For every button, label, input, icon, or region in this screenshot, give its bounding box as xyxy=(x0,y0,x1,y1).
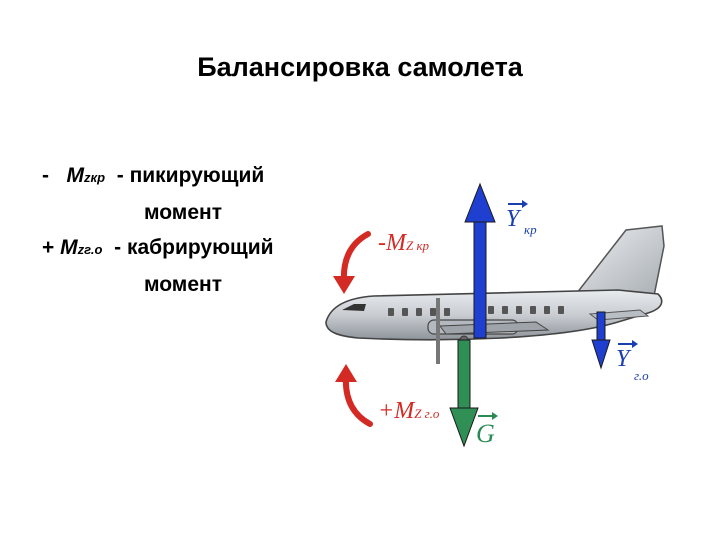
lift-arrow-tail xyxy=(591,311,611,370)
legend-text: кабрирующий xyxy=(126,236,274,259)
cockpit-window xyxy=(342,304,366,311)
wing xyxy=(439,321,550,335)
legend-symbol: M xyxy=(66,164,85,187)
label-mz-kr: -MZ кр xyxy=(378,230,430,256)
svg-text:-MZ кр: -MZ кр xyxy=(378,230,430,256)
legend-sign: - xyxy=(42,164,49,187)
label-sign: - xyxy=(378,230,386,256)
label-y-kr: Y кр xyxy=(506,200,537,237)
legend-row-pitch-up-cont: момент xyxy=(144,273,222,297)
label-subscript: Z кр xyxy=(406,238,430,253)
svg-text:+MZ г.о: +MZ г.о xyxy=(378,398,440,424)
label-symbol: Y xyxy=(506,206,522,232)
legend-dash: - xyxy=(114,236,122,259)
legend-text-cont: момент xyxy=(144,201,222,224)
label-mz-go: +MZ г.о xyxy=(378,398,440,424)
page-title: Балансировка самолета xyxy=(197,52,523,82)
label-g: G xyxy=(476,412,498,448)
legend-subscript: zкр xyxy=(84,170,106,185)
vertical-tail xyxy=(571,225,665,299)
lift-arrow-wing xyxy=(464,182,496,339)
label-symbol: M xyxy=(385,230,408,256)
label-symbol: M xyxy=(393,398,416,424)
label-y-go: Y г.о xyxy=(616,340,649,383)
label-symbol: Y xyxy=(616,346,632,372)
propeller xyxy=(436,298,440,364)
moment-arrow-pitch-up xyxy=(335,364,373,427)
label-subscript: г.о xyxy=(634,368,649,383)
label-subscript: Z г.о xyxy=(414,406,440,421)
weight-arrow xyxy=(449,339,479,448)
moment-arrow-pitch-down xyxy=(333,231,371,294)
label-sign: + xyxy=(378,398,394,424)
legend-text: пикирующий xyxy=(129,164,265,187)
aircraft xyxy=(325,225,665,364)
label-symbol: G xyxy=(476,419,495,448)
aircraft-balance-diagram: -MZ кр +MZ г.о Y кр Y г.о G xyxy=(325,182,665,448)
legend-dash: - xyxy=(116,164,124,187)
legend-row-pitch-down-cont: момент xyxy=(144,201,222,225)
legend-subscript: zг.о xyxy=(77,242,103,257)
fuselage xyxy=(325,289,663,341)
legend-symbol: M xyxy=(60,236,78,259)
cabin-windows xyxy=(388,306,564,316)
label-subscript: кр xyxy=(524,222,537,237)
legend-text-cont: момент xyxy=(144,273,222,296)
legend-sign: + xyxy=(42,236,55,259)
legend-row-pitch-up: + Mzг.о - кабрирующий xyxy=(42,236,274,260)
legend-row-pitch-down: - Mzкр - пикирующий xyxy=(42,164,264,188)
